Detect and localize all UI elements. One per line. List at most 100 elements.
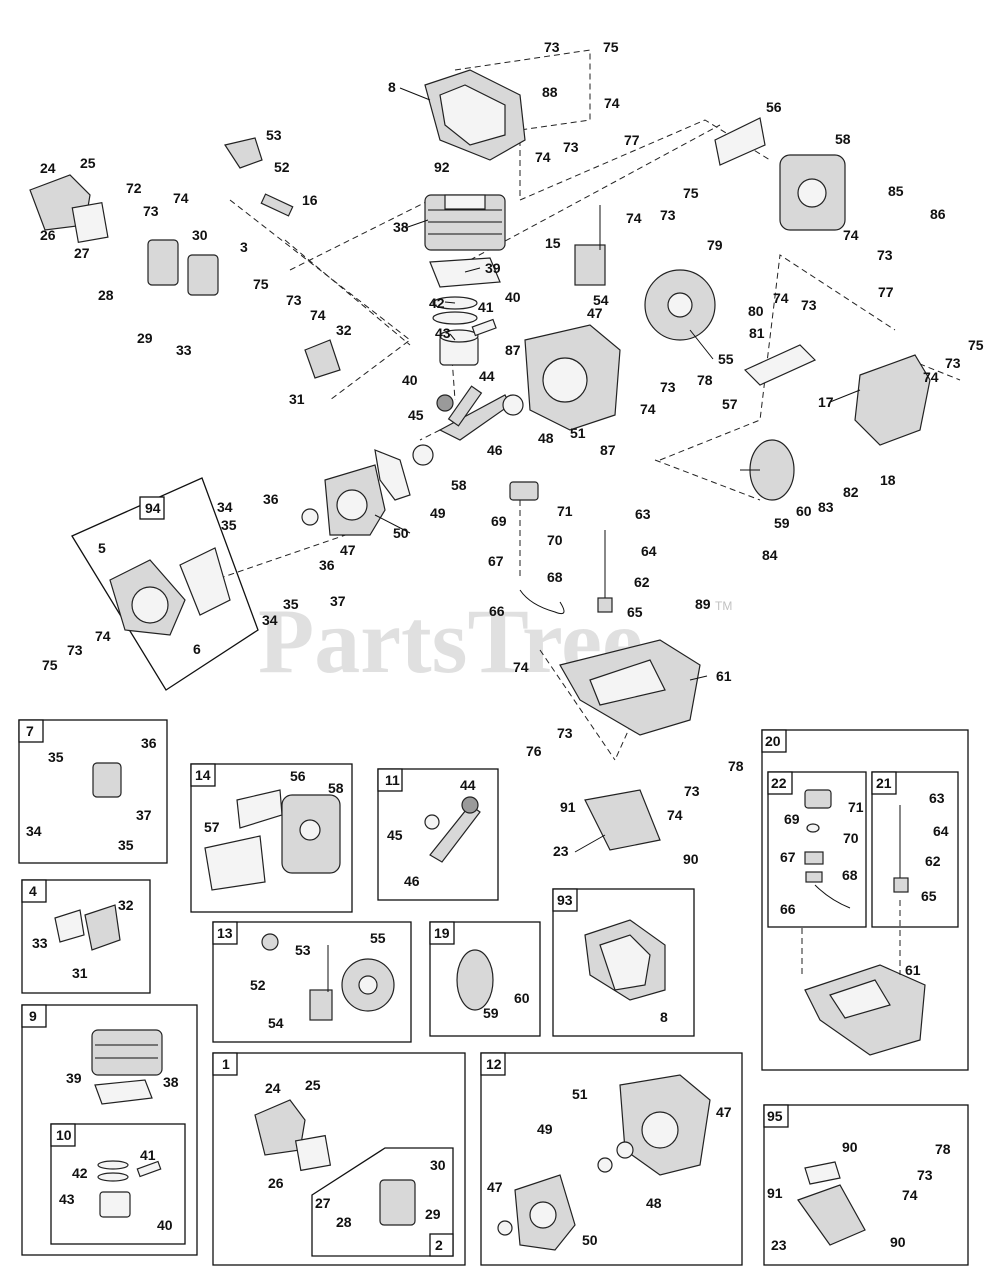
kit-12-label-50: 50 — [582, 1232, 598, 1248]
callout-73b: 73 — [563, 139, 579, 155]
watermark-trademark: TM — [715, 599, 732, 613]
callout-70: 70 — [547, 532, 563, 548]
callout-49: 49 — [430, 505, 446, 521]
callout-34b: 34 — [262, 612, 278, 628]
callout-33: 33 — [176, 342, 192, 358]
kit-10-label-40: 40 — [157, 1217, 173, 1233]
kit-19: 19 60 59 — [429, 921, 541, 1037]
cylinder-cover-part — [424, 69, 526, 161]
kit-7-label-34: 34 — [26, 823, 42, 839]
kit-22: 22 71 69 70 67 68 66 — [767, 771, 867, 928]
callout-42: 42 — [429, 295, 445, 311]
fuel-filter-part — [597, 597, 613, 613]
callout-40: 40 — [505, 289, 521, 305]
kit-7-label-37: 37 — [136, 807, 152, 823]
callout-16: 16 — [302, 192, 318, 208]
callout-80: 80 — [748, 303, 764, 319]
kit-13: 13 53 55 52 54 — [212, 921, 412, 1043]
callout-69: 69 — [491, 513, 507, 529]
kit-19-label-60: 60 — [514, 990, 530, 1006]
callout-74d: 74 — [626, 210, 642, 226]
kit-13-label-55: 55 — [370, 930, 386, 946]
kit-4: 4 32 33 31 — [21, 879, 151, 994]
kit-94-tag-text: 94 — [145, 500, 161, 516]
callout-90: 90 — [683, 851, 699, 867]
callout-75: 75 — [603, 39, 619, 55]
kit-93-label-8: 8 — [660, 1009, 668, 1025]
main-exploded-view — [29, 69, 931, 851]
callout-75f: 75 — [253, 276, 269, 292]
callout-15: 15 — [545, 235, 561, 251]
kit-9-label-39: 39 — [66, 1070, 82, 1086]
callout-23: 23 — [553, 843, 569, 859]
fan-housing-part — [854, 354, 931, 446]
kit-11-label-44: 44 — [460, 777, 476, 793]
callout-74j: 74 — [513, 659, 529, 675]
kit-4-label-33: 33 — [32, 935, 48, 951]
kit-95-label-74: 74 — [902, 1187, 918, 1203]
callout-74e: 74 — [843, 227, 859, 243]
kit-10-label-42: 42 — [72, 1165, 88, 1181]
kit-2: 2 30 27 28 29 — [311, 1147, 454, 1257]
callout-18: 18 — [880, 472, 896, 488]
callout-38: 38 — [393, 219, 409, 235]
kit-20-label-61: 61 — [905, 962, 921, 978]
kit-19-tag: 19 — [434, 925, 450, 941]
kit-12-label-49: 49 — [537, 1121, 553, 1137]
callout-57: 57 — [722, 396, 738, 412]
callout-78b: 78 — [728, 758, 744, 774]
callout-74k: 74 — [667, 807, 683, 823]
kit-11-crankshaft-part — [429, 804, 481, 863]
callout-64: 64 — [641, 543, 657, 559]
kit-7-tag: 7 — [26, 723, 34, 739]
kit-1-tag: 1 — [222, 1056, 230, 1072]
callout-30: 30 — [192, 227, 208, 243]
heat-shield-part — [743, 344, 817, 386]
callout-88: 88 — [542, 84, 558, 100]
callout-68: 68 — [547, 569, 563, 585]
callout-65: 65 — [627, 604, 643, 620]
kit-93-tag: 93 — [557, 892, 573, 908]
kit-10-tag: 10 — [56, 1127, 72, 1143]
callout-73k: 73 — [684, 783, 700, 799]
muffler-outlet — [797, 178, 827, 208]
kit-11-label-46: 46 — [404, 873, 420, 889]
kit-7-label-35: 35 — [48, 749, 64, 765]
starter-gasket-part — [179, 547, 231, 616]
callout-3: 3 — [240, 239, 248, 255]
kit-94-label-75: 75 — [42, 657, 58, 673]
kit-1-label-25: 25 — [305, 1077, 321, 1093]
kit-22-label-71: 71 — [848, 799, 864, 815]
kit-95-label-90: 90 — [842, 1139, 858, 1155]
kit-14-shield-part — [204, 835, 266, 891]
callout-40b: 40 — [402, 372, 418, 388]
kit-21-tag: 21 — [876, 775, 892, 791]
kit-12: 12 51 47 49 48 47 50 — [480, 1052, 743, 1266]
callout-31: 31 — [289, 391, 305, 407]
kit-4-tag: 4 — [29, 883, 37, 899]
callout-73g: 73 — [801, 297, 817, 313]
callout-66: 66 — [489, 603, 505, 619]
callout-51: 51 — [570, 425, 586, 441]
callout-84: 84 — [762, 547, 778, 563]
kit-14-label-57: 57 — [204, 819, 220, 835]
kit-22-cap-part — [804, 789, 832, 809]
callout-28: 28 — [98, 287, 114, 303]
assembly-lines — [199, 49, 961, 761]
kit-12-label-47: 47 — [716, 1104, 732, 1120]
callout-26: 26 — [40, 227, 56, 243]
callout-67: 67 — [488, 553, 504, 569]
callout-73: 73 — [544, 39, 560, 55]
kit-10-label-43: 43 — [59, 1191, 75, 1207]
kit-95-label-90b: 90 — [890, 1234, 906, 1250]
spark-plug-boot-part — [224, 137, 263, 169]
air-filter-part — [71, 201, 109, 244]
piston-ring-part-2 — [432, 311, 478, 325]
kit-20-tag: 20 — [765, 733, 781, 749]
callout-73i: 73 — [660, 379, 676, 395]
callout-37: 37 — [330, 593, 346, 609]
callout-87: 87 — [505, 342, 521, 358]
kit-13-label-52: 52 — [250, 977, 266, 993]
callout-58: 58 — [835, 131, 851, 147]
kit-10: 10 41 42 43 40 — [50, 1123, 186, 1245]
